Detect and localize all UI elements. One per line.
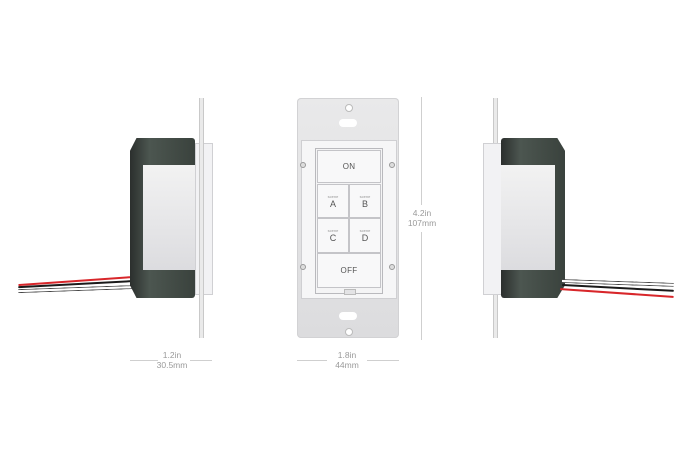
mounting-strap [199,98,204,338]
depth-dimension: 1.2in 30.5mm [150,350,194,370]
depth-dim-line-left [130,360,158,361]
housing-label [501,165,555,270]
scene-b-button[interactable]: scene B [349,184,381,218]
depth-imperial: 1.2in [162,350,182,360]
screw-icon [389,162,395,168]
screw-icon [300,162,306,168]
height-dimension: 4.2in 107mm [400,208,444,228]
height-imperial: 4.2in [412,208,432,218]
scene-letter: D [361,233,369,243]
top-screw-hole [345,104,353,112]
top-slot [339,119,357,127]
height-dim-line-top [421,97,422,205]
air-gap-tab[interactable] [344,289,356,295]
scene-letter: A [329,198,336,209]
scene-caption: scene [327,193,339,199]
left-side-view [15,95,215,345]
depth-metric: 30.5mm [156,360,188,370]
bottom-slot [339,312,357,320]
scene-caption: scene [327,228,339,233]
scene-letter: B [361,198,368,209]
side-wallplate [195,143,213,295]
width-dim-line-left [297,360,327,361]
scene-caption: scene [359,193,371,199]
right-side-view [480,95,680,345]
width-dimension: 1.8in 44mm [326,350,368,370]
on-label: ON [342,162,356,171]
keypad: ON scene A scene B scene C scene D OFF [315,148,383,295]
off-button[interactable]: OFF [317,253,381,288]
width-metric: 44mm [335,360,359,370]
screw-icon [300,264,306,270]
width-imperial: 1.8in [337,350,357,360]
scene-d-button[interactable]: scene D [349,218,381,253]
width-dim-line-right [367,360,399,361]
height-dim-line-bottom [421,232,422,340]
scene-a-button[interactable]: scene A [317,184,349,218]
scene-letter: C [329,233,337,243]
off-label: OFF [340,266,358,275]
scene-caption: scene [359,228,371,233]
side-wallplate [483,143,502,295]
height-metric: 107mm [407,218,437,228]
depth-dim-line-right [190,360,212,361]
bottom-screw-hole [345,328,353,336]
screw-icon [389,264,395,270]
on-button[interactable]: ON [317,150,381,183]
scene-c-button[interactable]: scene C [317,218,349,253]
housing-label [143,165,195,270]
